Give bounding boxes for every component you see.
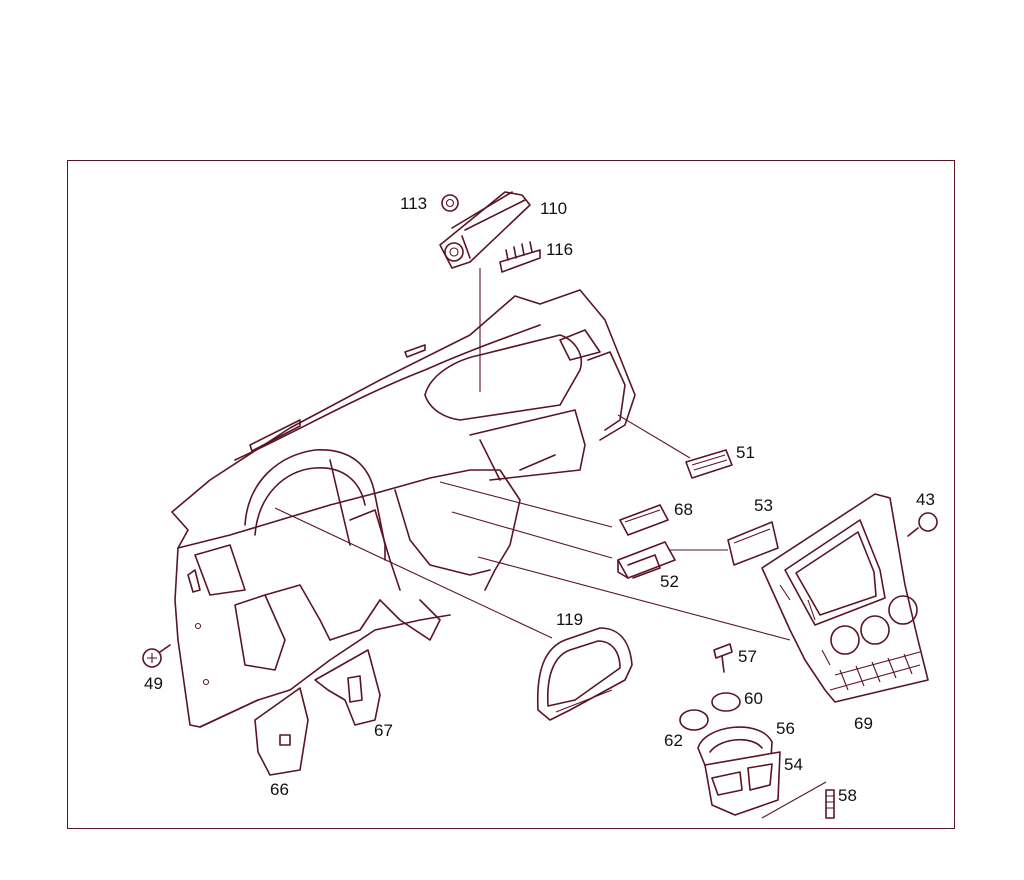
label-62: 62 — [664, 731, 683, 750]
label-49: 49 — [144, 674, 163, 693]
label-68: 68 — [674, 500, 693, 519]
part-52-switch — [617, 541, 676, 579]
part-110-airbag-module — [439, 191, 531, 269]
part-67-trim — [314, 649, 381, 726]
part-60-cap — [711, 692, 741, 712]
leader-lines — [274, 268, 827, 819]
label-56: 56 — [776, 719, 795, 738]
label-60: 60 — [744, 689, 763, 708]
label-67: 67 — [374, 721, 393, 740]
label-51: 51 — [736, 443, 755, 462]
label-119: 119 — [556, 610, 583, 629]
label-57: 57 — [738, 647, 757, 666]
part-labels: 113 110 116 51 68 53 43 52 119 57 60 56 … — [144, 194, 935, 805]
part-58-screw — [825, 789, 835, 819]
label-54: 54 — [784, 755, 803, 774]
label-53: 53 — [754, 496, 773, 515]
part-113-nut — [441, 194, 459, 212]
part-49-screw — [142, 644, 171, 668]
part-69-center-bezel — [761, 493, 929, 703]
label-43: 43 — [916, 490, 935, 509]
part-53-cover — [727, 521, 779, 566]
part-57-screw — [713, 643, 733, 673]
part-68-switch-blank — [619, 504, 669, 536]
label-58: 58 — [838, 786, 857, 805]
label-113: 113 — [400, 194, 427, 213]
part-51-vent — [685, 449, 733, 479]
part-119-instrument-cluster — [536, 627, 633, 721]
diagram-frame — [67, 160, 955, 829]
part-66-trim — [254, 687, 309, 776]
label-52: 52 — [660, 572, 679, 591]
part-116-clip — [499, 241, 541, 273]
part-62-cap — [679, 709, 709, 731]
dashboard-body — [171, 289, 636, 728]
part-43-screw — [907, 512, 938, 537]
label-116: 116 — [546, 240, 573, 259]
part-54-cup-holder — [704, 751, 781, 816]
label-110: 110 — [540, 199, 567, 218]
label-69: 69 — [854, 714, 873, 733]
label-66: 66 — [270, 780, 289, 799]
